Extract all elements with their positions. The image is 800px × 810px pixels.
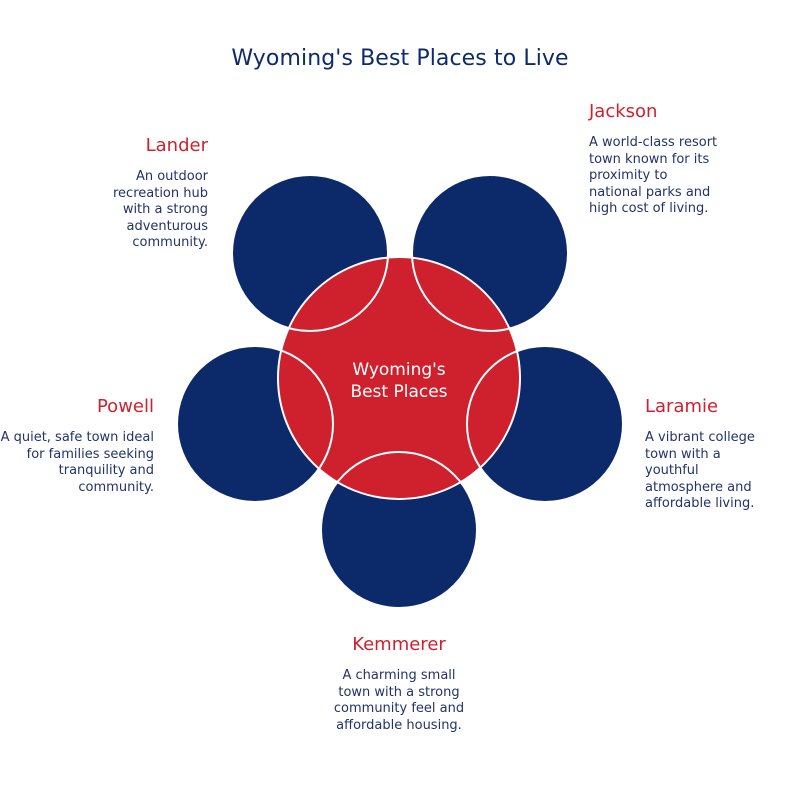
place-description-powell: A quiet, safe town ideal for families se… bbox=[0, 430, 154, 495]
place-description-lander: An outdoor recreation hub with a strong … bbox=[113, 169, 208, 251]
label-laramie: Laramie A vibrant college town with a yo… bbox=[645, 396, 800, 513]
label-powell: Powell A quiet, safe town ideal for fami… bbox=[0, 396, 154, 496]
place-name-kemmerer: Kemmerer bbox=[352, 634, 446, 655]
place-description-laramie: A vibrant college town with a youthful a… bbox=[645, 430, 755, 512]
petal-laramie-outline bbox=[466, 345, 624, 503]
center-label-line1: Wyoming's bbox=[352, 360, 445, 380]
petal-kemmerer-outline bbox=[320, 451, 478, 609]
petal-outlines bbox=[176, 174, 624, 609]
petal-powell-outline bbox=[176, 345, 334, 503]
petal-lander-outline bbox=[231, 174, 389, 332]
label-lander: Lander An outdoor recreation hub with a … bbox=[18, 135, 208, 252]
label-kemmerer: Kemmerer A charming small town with a st… bbox=[304, 634, 494, 734]
center-label-line2: Best Places bbox=[350, 382, 447, 402]
place-name-lander: Lander bbox=[145, 135, 208, 156]
center-circle bbox=[277, 256, 521, 500]
place-description-kemmerer: A charming small town with a strong comm… bbox=[333, 668, 465, 733]
diagram-title: Wyoming's Best Places to Live bbox=[231, 46, 569, 71]
place-name-laramie: Laramie bbox=[645, 396, 719, 417]
place-description-jackson: A world-class resort town known for its … bbox=[589, 135, 718, 217]
label-jackson: Jackson A world-class resort town known … bbox=[589, 101, 779, 218]
place-name-jackson: Jackson bbox=[589, 101, 658, 122]
petal-jackson-outline bbox=[411, 174, 569, 332]
place-name-powell: Powell bbox=[96, 396, 154, 417]
